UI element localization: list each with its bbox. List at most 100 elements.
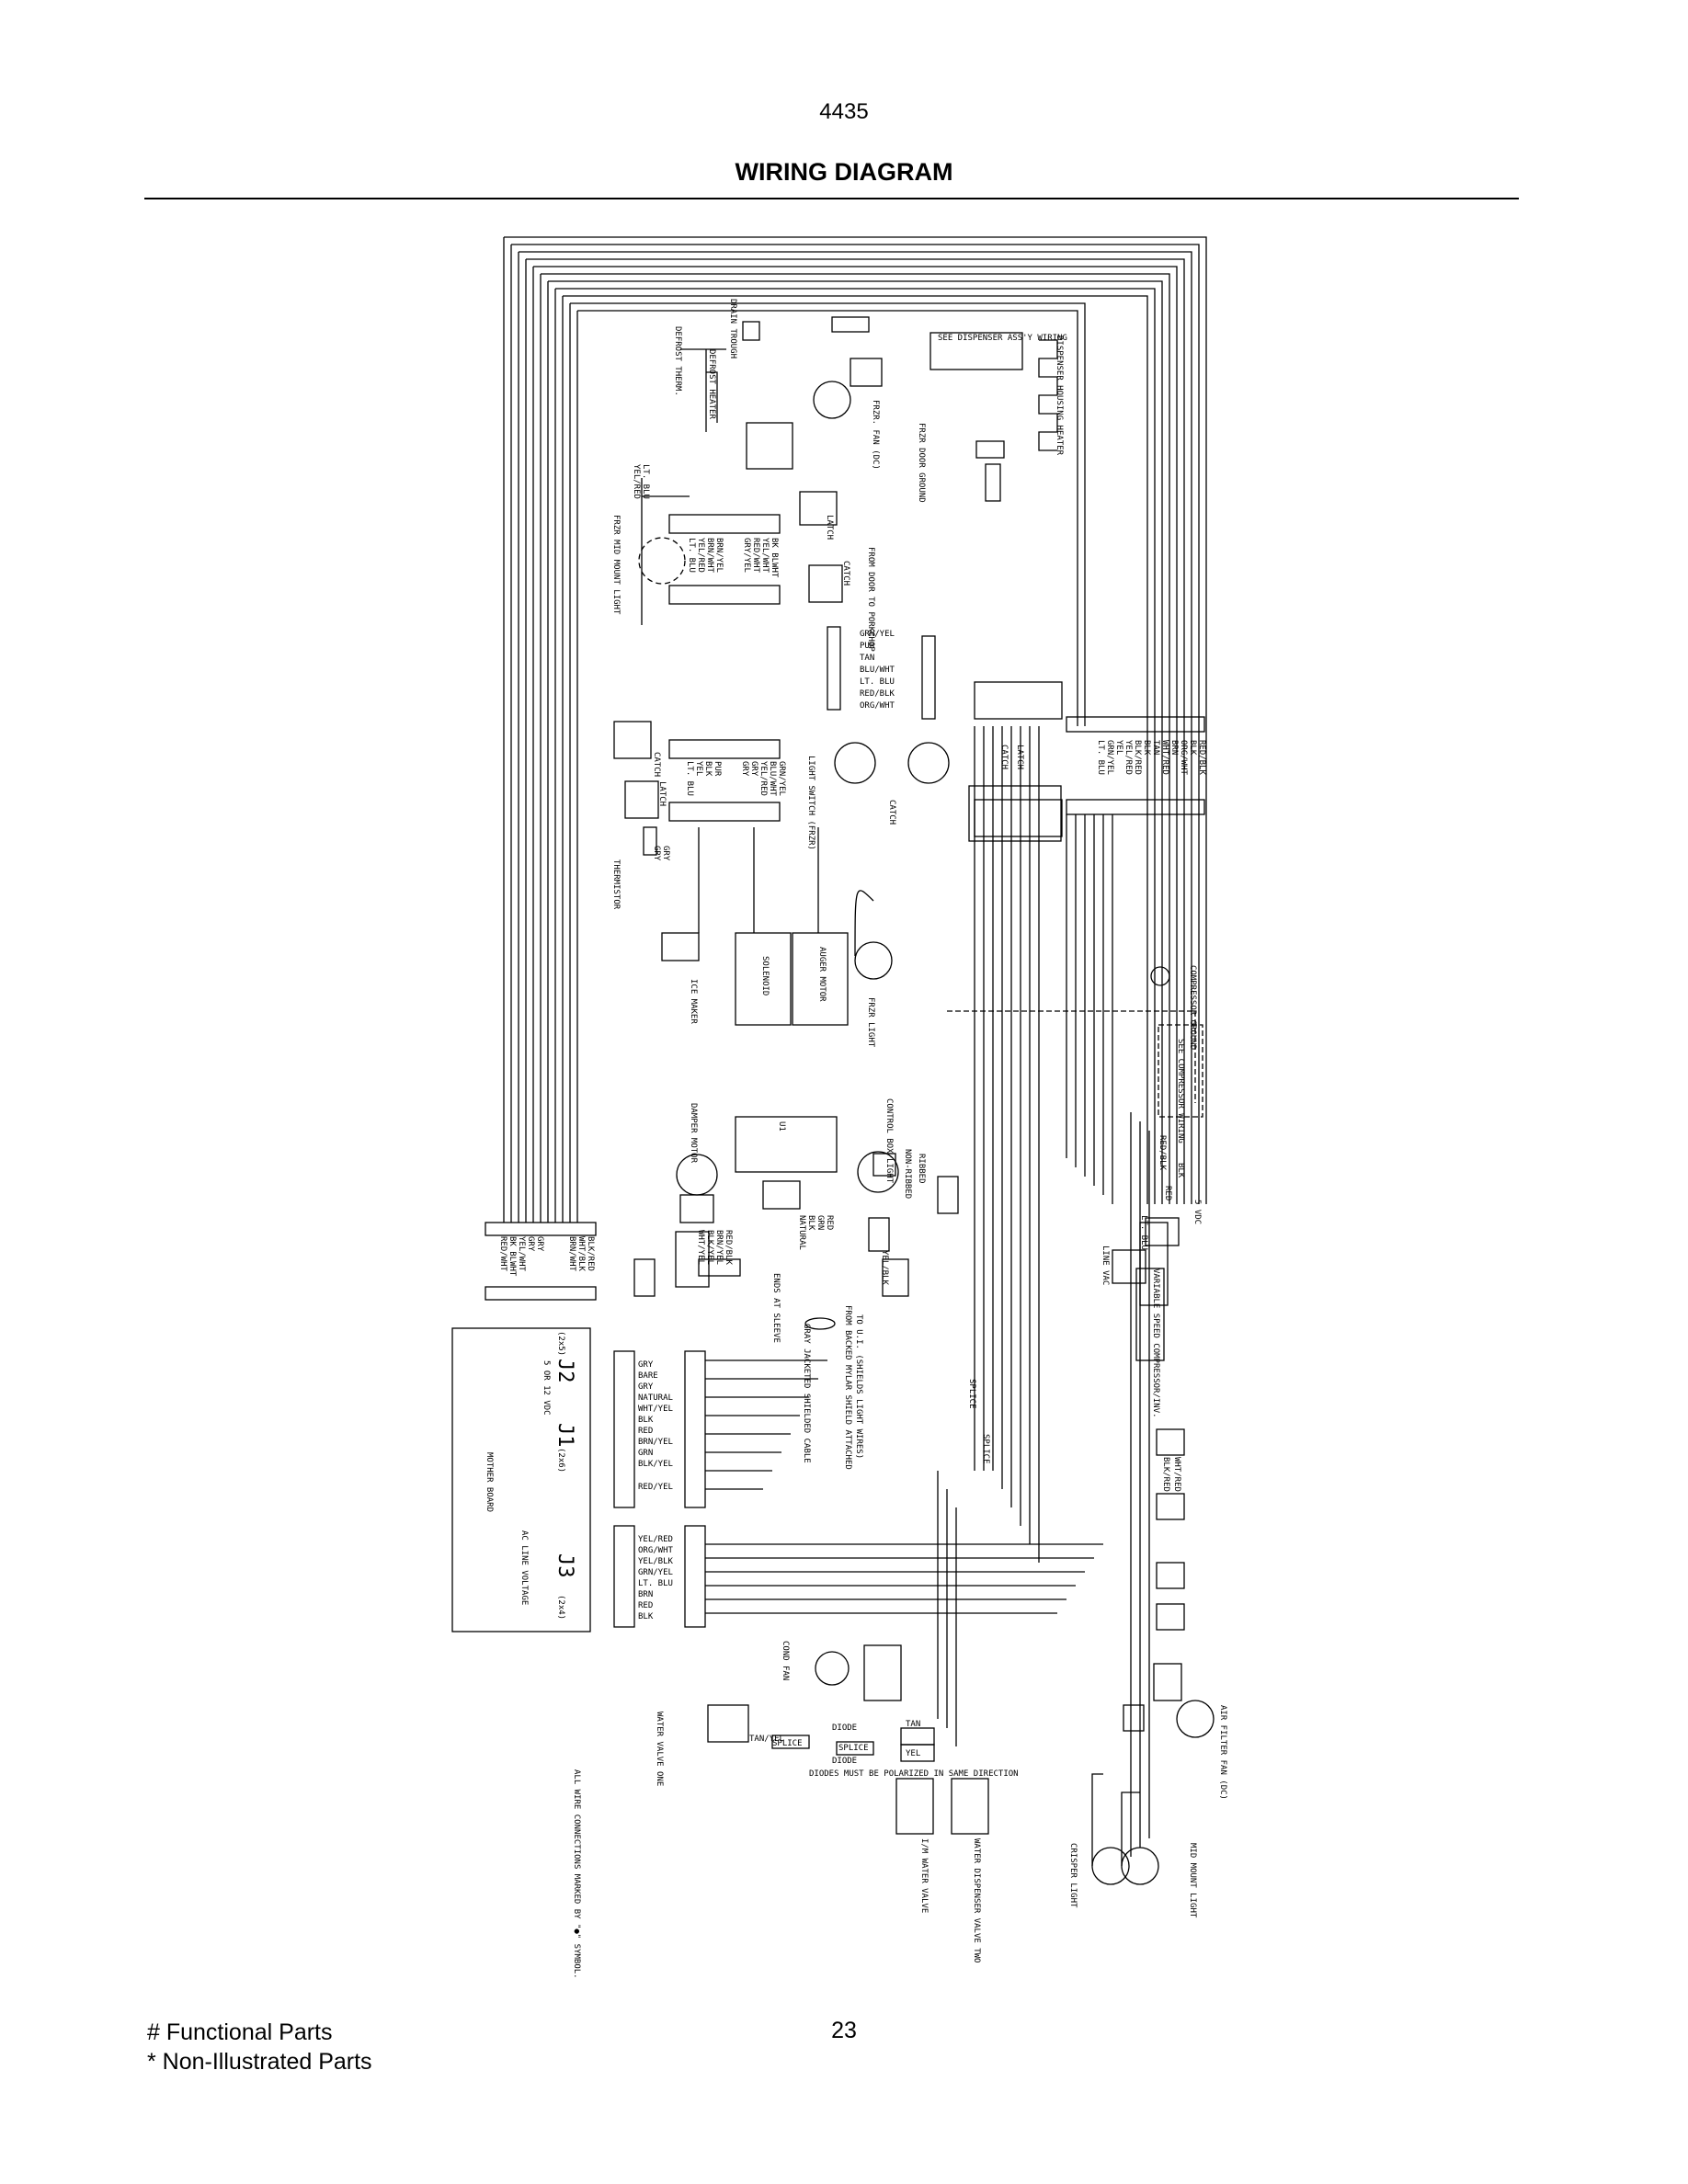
- label-from-backed: FROM BACKED MYLAR SHIELD ATTACHED: [843, 1305, 852, 1470]
- label-crisper-light: CRISPER LIGHT: [1068, 1843, 1078, 1908]
- wire-upper-0: GRN/YEL: [860, 630, 895, 639]
- label-yel-red: YEL/RED: [632, 464, 641, 499]
- label-ribbed: RIBBED: [917, 1154, 926, 1184]
- wire-right-2: ORG/WHT: [1179, 740, 1188, 776]
- wire-upper-5: RED/BLK: [860, 689, 895, 699]
- label-dispenser-heater: DISPENSER HOUSING HEATER: [1055, 336, 1064, 456]
- wire-right-5: TAN: [1151, 740, 1160, 755]
- wire-j2-7: RED/WHT: [498, 1236, 508, 1272]
- label-solenoid: SOLENOID: [760, 956, 770, 995]
- wire-leftmid-0: GRN/YEL: [777, 761, 786, 796]
- label-lt-blu-2: LT. BLU: [641, 464, 650, 499]
- label-j2-size: (2x5): [556, 1331, 565, 1356]
- wire-upper-6: ORG/WHT: [860, 701, 895, 711]
- label-latch-1: LATCH: [825, 515, 834, 540]
- label-to-ui: TO U.I. (SHIELDS LIGHT WIRES): [854, 1314, 863, 1459]
- label-catch-1: CATCH: [841, 561, 850, 586]
- wire-leftmid-2: YEL/RED: [758, 761, 768, 796]
- wire-j3-0: YEL/RED: [638, 1535, 673, 1544]
- label-u1: U1: [777, 1121, 786, 1132]
- wire-ui-3: NATURAL: [797, 1215, 806, 1250]
- legend-functional: # Functional Parts: [147, 2019, 333, 2045]
- wire-upper-4: LT. BLU: [860, 677, 895, 687]
- label-water-dispenser-valve: WATER DISPENSER VALVE TWO: [972, 1838, 981, 1962]
- wire-ui-0: RED: [825, 1215, 834, 1230]
- label-splice-3: SPLICE: [772, 1739, 803, 1748]
- wire-damper-1: BRN/YEL: [714, 1230, 724, 1265]
- wire-j1-2: GRY: [638, 1382, 654, 1392]
- wire-leftmid-3: GRY: [749, 761, 758, 777]
- wire-leftmid-7: YEL: [694, 761, 703, 776]
- wire-j2-6: BK BLWHT: [508, 1236, 517, 1277]
- label-thermistor-top: THERMISTOR: [611, 859, 621, 910]
- wire-damper-0: RED/BLK: [724, 1230, 733, 1266]
- wire-j1-1: BARE: [638, 1371, 658, 1381]
- label-non-ribbed: NON-RIBBED: [903, 1149, 912, 1199]
- wire-damper-3: WHT/YEL: [696, 1230, 705, 1265]
- label-ends-sleeve: ENDS AT SLEEVE: [771, 1273, 781, 1343]
- label-line-vac: LINE VAC: [1101, 1246, 1110, 1285]
- label-light-switch: LIGHT SWITCH (FRZR): [806, 756, 815, 850]
- label-yel: YEL: [906, 1749, 920, 1758]
- wire-j3-6: RED: [638, 1601, 653, 1610]
- label-compressor-ground: COMPRESSOR GROUND: [1188, 965, 1197, 1050]
- wire-upperleft-3: GRY/YEL: [742, 538, 751, 573]
- label-splice-1: SPLICE: [967, 1379, 976, 1409]
- label-see-compressor: SEE COMPRESSOR WIRING: [1176, 1039, 1185, 1143]
- label-catch-3: CATCH: [887, 800, 896, 825]
- page-number: 23: [831, 2018, 857, 2043]
- label-yel-blk-1: YEL/BLK: [880, 1250, 889, 1286]
- wire-j3-1: ORG/WHT: [638, 1546, 674, 1555]
- label-vdc-note: 5 OR 12 VDC: [542, 1360, 551, 1416]
- wire-upper-3: BLU/WHT: [860, 665, 895, 675]
- wire-j1-3: NATURAL: [638, 1393, 673, 1403]
- wire-right-8: YEL/RED: [1123, 740, 1133, 775]
- label-frzr-door-ground: FRZR DOOR GROUND: [917, 423, 926, 503]
- page-code: 4435: [819, 99, 869, 124]
- wire-j1-9: BLK/YEL: [638, 1460, 673, 1469]
- wire-ui-2: BLK: [806, 1215, 815, 1231]
- label-lt-blu-1: LT. BLU: [1139, 1215, 1148, 1250]
- wire-leftmid-1: BLU/WHT: [768, 761, 777, 797]
- wire-j1-10: RED/YEL: [638, 1483, 673, 1492]
- label-gray-jacket: GRAY JACKETED SHIELDED CABLE: [802, 1324, 811, 1463]
- wire-leftmid-6: BLK: [703, 761, 713, 777]
- label-ice-maker: ICE MAKER: [689, 979, 698, 1024]
- wire-leftmid-5: PUR: [713, 761, 722, 777]
- wire-upperleft-2: RED/WHT: [751, 538, 760, 574]
- wire-right-4: WHT/RED: [1160, 740, 1169, 775]
- wire-j3-2: YEL/BLK: [638, 1557, 674, 1566]
- wire-upperleft-5: BRN/WHT: [705, 538, 714, 574]
- wire-j1-0: GRY: [638, 1360, 654, 1370]
- wire-j1-7: BRN/YEL: [638, 1438, 673, 1447]
- label-diode-1: DIODE: [832, 1723, 857, 1733]
- wire-right-3: BRN: [1169, 740, 1179, 755]
- wire-j1-8: GRN: [638, 1449, 653, 1458]
- wire-right-10: GRN/YEL: [1105, 740, 1114, 775]
- label-j3: J3: [553, 1553, 576, 1578]
- label-auger-motor: AUGER MOTOR: [817, 947, 827, 1002]
- label-red-blk-1: RED/BLK: [1158, 1135, 1167, 1171]
- label-im-water-valve: I/M WATER VALVE: [919, 1838, 929, 1913]
- wire-right-7: BLK/RED: [1133, 740, 1142, 775]
- label-5vdc: 5 VDC: [1192, 1200, 1202, 1224]
- label-control-box-light: CONTROL BOX LIGHT: [884, 1098, 894, 1184]
- label-red-1: RED: [1163, 1186, 1172, 1200]
- wire-right-0: RED/BLK: [1197, 740, 1206, 776]
- wire-upperleft-7: LT. BLU: [687, 538, 696, 573]
- wire-upperleft-6: YEL/RED: [696, 538, 705, 573]
- wire-leftmid-8: LT. BLU: [685, 761, 694, 796]
- label-see-dispenser: SEE DISPENSER ASS'Y WIRING: [938, 334, 1067, 343]
- wire-upper-2: TAN: [860, 654, 874, 663]
- footer-legend: # Functional Parts * Non-Illustrated Par…: [147, 2018, 372, 2076]
- label-cond-fan: COND FAN: [781, 1641, 790, 1680]
- label-frzr-mid-light: FRZR MID MOUNT LIGHT: [611, 515, 621, 615]
- label-frzr-fan: FRZR. FAN (DC): [871, 400, 880, 470]
- wire-right-6: BLK: [1142, 740, 1151, 756]
- label-tan: TAN: [906, 1720, 920, 1729]
- wire-j2-3: GRY: [535, 1236, 544, 1252]
- wire-ui-1: GRN: [815, 1215, 825, 1230]
- wire-j1-4: WHT/YEL: [638, 1405, 673, 1414]
- title-rule: [144, 198, 1519, 199]
- label-air-filter-fan: AIR FILTER FAN (DC): [1218, 1705, 1227, 1800]
